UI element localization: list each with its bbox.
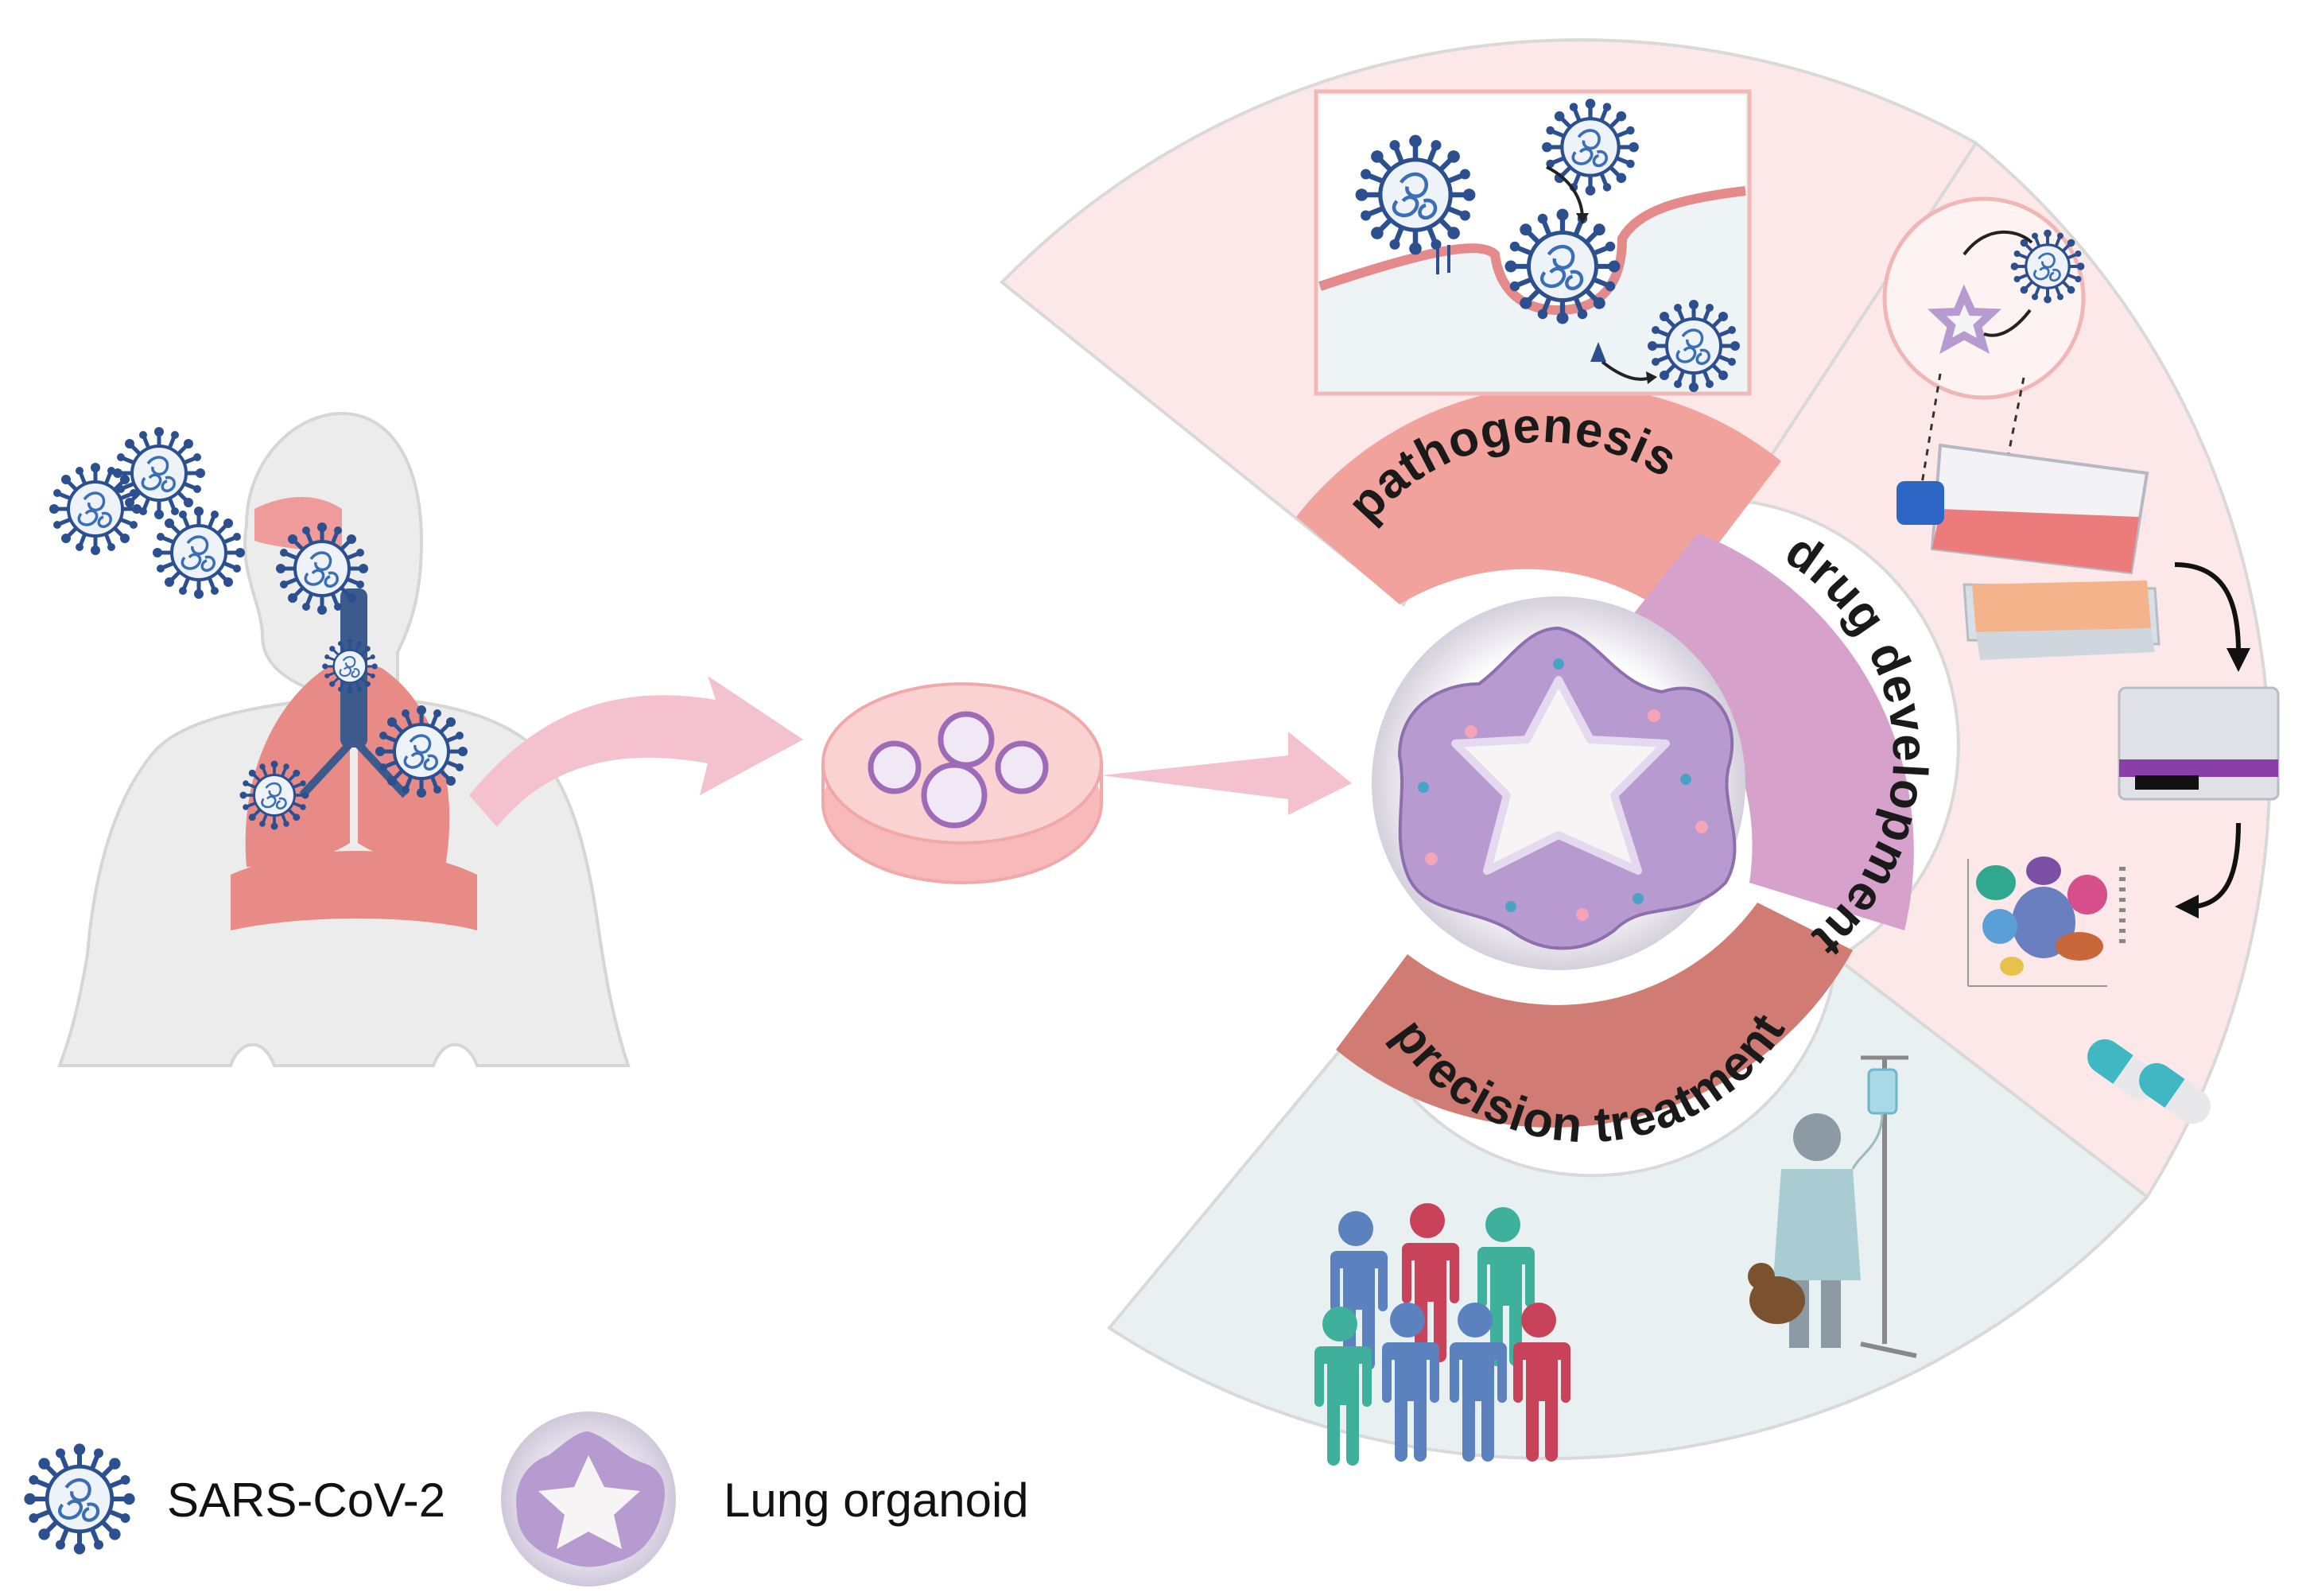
cell-culture-flask-icon bbox=[1897, 443, 2149, 575]
legend-virus-icon bbox=[24, 1443, 134, 1554]
dish-to-organoid-arrow bbox=[1101, 732, 1352, 815]
virus-icon-6 bbox=[375, 705, 468, 798]
legend-organoid-icon bbox=[501, 1412, 676, 1586]
virus-entry-illustration bbox=[1314, 89, 1752, 396]
petri-dish-icon bbox=[821, 682, 1103, 884]
lung-organoid-icon bbox=[1372, 596, 1745, 970]
tsne-plot-icon bbox=[1967, 856, 2126, 987]
plate-reader-icon bbox=[2118, 686, 2280, 801]
virus-icon-3 bbox=[153, 507, 245, 599]
capsule-pill-icon bbox=[2087, 1039, 2211, 1124]
body-to-dish-arrow bbox=[469, 676, 803, 827]
lungs-icon bbox=[231, 497, 477, 930]
virus-icon-1 bbox=[49, 463, 142, 555]
patient-with-iv-icon bbox=[1748, 1055, 1917, 1358]
virus-icon-5 bbox=[320, 637, 379, 696]
well-plate-icon bbox=[1963, 581, 2161, 660]
precision-treatment-band bbox=[1336, 903, 1853, 1128]
legend-organoid-label: Lung organoid bbox=[724, 1474, 1029, 1527]
virus-icon-7 bbox=[238, 759, 311, 832]
virus-icon-4 bbox=[276, 522, 368, 615]
virus-icon-2 bbox=[113, 427, 205, 519]
drug-development-band bbox=[1622, 533, 1914, 930]
drug-screening-workflow bbox=[1882, 196, 2280, 1124]
legend bbox=[24, 1412, 676, 1586]
pathogenesis-band bbox=[1296, 385, 1781, 612]
legend-virus-label: SARS-CoV-2 bbox=[167, 1474, 446, 1527]
